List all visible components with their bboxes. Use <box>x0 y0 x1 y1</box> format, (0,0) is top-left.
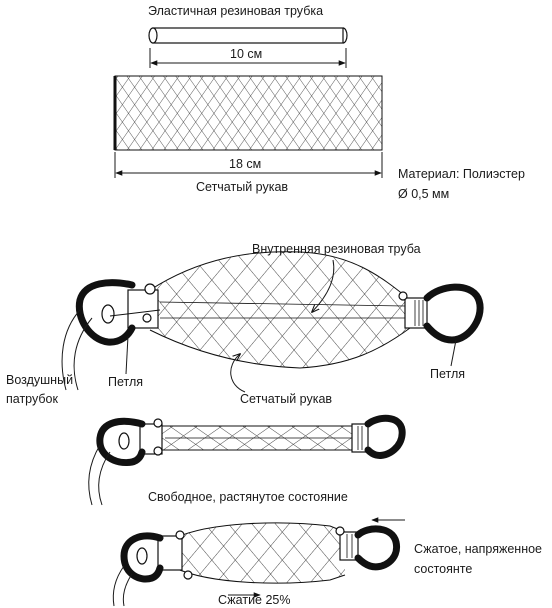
sleeve-label: Сетчатый рукав <box>196 180 288 194</box>
wire-diameter-label: Ø 0,5 мм <box>398 187 449 201</box>
mesh-sleeve-pointer <box>230 354 246 393</box>
mesh-sleeve-flat <box>113 75 383 151</box>
tube-length-label: 10 см <box>230 47 262 61</box>
air-nozzle-label-2: патрубок <box>6 392 58 406</box>
mesh-sleeve-label: Сетчатый рукав <box>240 392 332 406</box>
compressed-state-label-2: состоянте <box>414 562 472 576</box>
loop-right-leader <box>450 339 457 367</box>
sleeve-length-dimension <box>114 152 383 178</box>
muscle-stretched <box>88 414 406 506</box>
free-state-label: Свободное, растянутое состояние <box>148 490 348 504</box>
loop-right-label: Петля <box>430 367 465 381</box>
compression-label: Сжатие 25% <box>218 593 291 607</box>
tube-label: Эластичная резиновая трубка <box>148 4 323 18</box>
air-nozzle-label-1: Воздушный <box>6 373 73 387</box>
muscle-compressed <box>112 522 401 607</box>
loop-left-label: Петля <box>108 375 143 389</box>
material-label: Материал: Полиэстер <box>398 167 525 181</box>
rubber-tube <box>148 27 348 44</box>
muscle-inflated <box>61 251 484 391</box>
loop-left-leader <box>125 335 129 375</box>
tube-length-dimension <box>149 48 347 68</box>
compressed-state-label-1: Сжатое, напряженное <box>414 542 542 556</box>
sleeve-length-label: 18 см <box>229 157 261 171</box>
